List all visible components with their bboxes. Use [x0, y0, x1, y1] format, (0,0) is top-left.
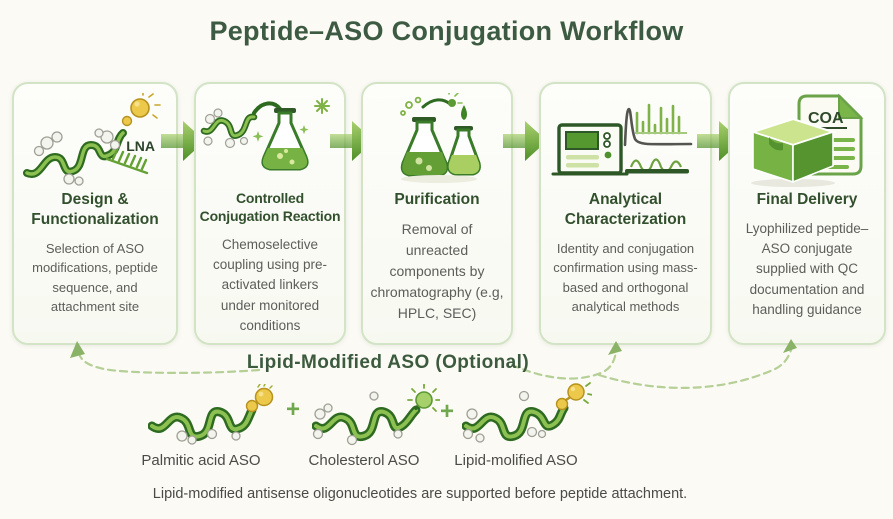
workflow-card-analytical-characterization: Analytical Characterization Identity and…	[539, 82, 712, 345]
dashed-arrow-to-delivery	[597, 348, 793, 389]
variant-label-cholesterol: Cholesterol ASO	[308, 452, 420, 469]
variant-label-palmitic: Palmitic acid ASO	[141, 452, 261, 469]
step-description: Identity and conjugation confirmation us…	[553, 240, 698, 315]
workflow-card-final-delivery: COA Final Delivery Lyophilized peptide–A…	[728, 82, 886, 345]
flow-arrow-icon	[503, 121, 547, 161]
step-title: Design & Functionalization	[31, 191, 159, 228]
instrument-chromatogram-icon	[551, 92, 701, 188]
step-title: Controlled Conjugation Reaction	[199, 190, 341, 224]
helix-flask-icon	[200, 92, 340, 188]
arrowhead-up-icon	[608, 341, 622, 355]
page-title: Peptide–ASO Conjugation Workflow	[209, 16, 684, 46]
workflow-card-conjugation-reaction: Controlled Conjugation Reaction Chemosel…	[194, 82, 346, 345]
lna-label: LNA	[126, 138, 155, 154]
helix-palmitic-icon	[148, 384, 274, 445]
plus-separator: +	[286, 396, 301, 423]
variant-label-lipid: Lipid-molified ASO	[454, 452, 578, 469]
step-title: Purification	[394, 191, 480, 208]
step-title: Final Delivery	[756, 191, 858, 208]
dashed-arrow-to-analytical	[510, 350, 618, 380]
optional-dashed-connectors	[70, 339, 797, 389]
step-title: Analytical Characterization	[564, 191, 687, 228]
box-coa-document-icon: COA	[741, 92, 873, 188]
helix-lipid-icon	[462, 382, 592, 443]
two-flasks-icon	[367, 92, 507, 188]
dashed-arrow-to-design	[77, 352, 261, 374]
optional-section-label: Lipid-Modified ASO (Optional)	[246, 352, 530, 373]
arrowhead-up-icon	[70, 341, 85, 358]
helix-cholesterol-icon	[312, 384, 440, 446]
coa-label: COA	[808, 110, 844, 127]
arrowhead-up-icon	[783, 339, 797, 353]
step-description: Lyophilized peptide–ASO conjugate suppli…	[745, 220, 869, 317]
bottom-note: Lipid-modified antisense oligonucleotide…	[152, 486, 688, 502]
helix-lna-icon: LNA	[21, 92, 169, 188]
step-description: Removal of unreacted components by chrom…	[370, 220, 504, 321]
step-description: Selection of ASO modifications, peptide …	[32, 240, 158, 315]
step-description: Chemoselective coupling using pre-activa…	[212, 236, 328, 333]
workflow-card-purification: Purification Removal of unreacted compon…	[361, 82, 513, 345]
workflow-card-design-functionalization: LNA Design & Functionalization Selection…	[12, 82, 178, 345]
plus-separator: +	[440, 398, 455, 425]
